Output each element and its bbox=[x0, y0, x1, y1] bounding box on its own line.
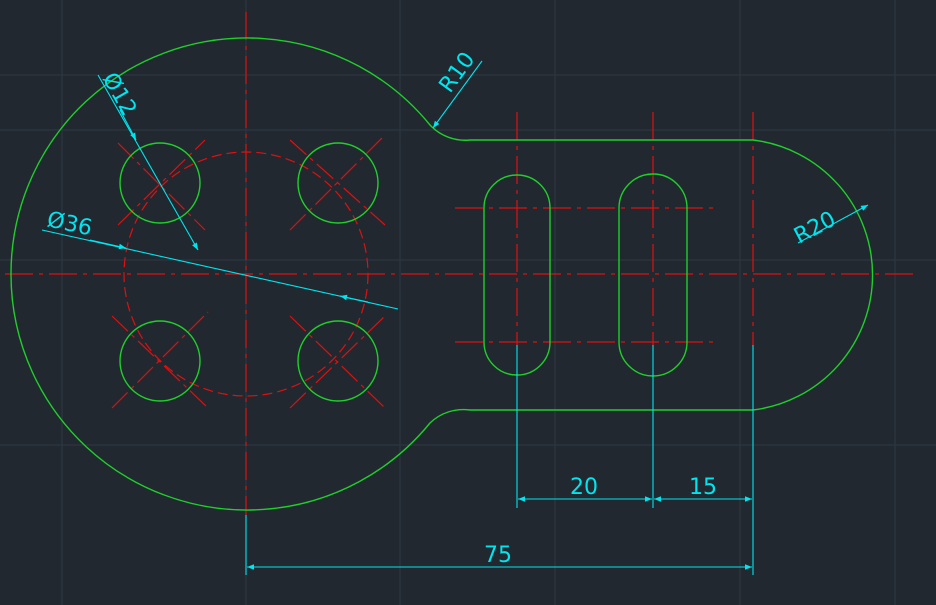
slot-left bbox=[483, 174, 551, 376]
dia12-arrow-start bbox=[119, 109, 137, 141]
dim-75-text: 75 bbox=[484, 543, 512, 568]
dia36-arrow-a bbox=[89, 239, 127, 250]
bolt-circle bbox=[123, 151, 369, 397]
dim-dia36-text: Ø36 bbox=[45, 207, 95, 241]
hole-crosshairs bbox=[111, 134, 386, 409]
hole-bottom-right bbox=[297, 320, 379, 402]
dim-20-text: 20 bbox=[570, 475, 598, 500]
dia12-leader bbox=[97, 74, 199, 251]
dia36-arrow-b bbox=[339, 294, 369, 303]
hole-top-right bbox=[297, 142, 379, 224]
slot-right bbox=[618, 173, 688, 377]
centerlines bbox=[5, 12, 918, 515]
dim-15-text: 15 bbox=[689, 475, 717, 500]
hole-top-left bbox=[119, 142, 201, 224]
hole-bottom-left bbox=[119, 320, 201, 402]
r20-leader bbox=[797, 204, 869, 244]
dim-r20-text: R20 bbox=[790, 207, 840, 249]
dia36-leader bbox=[41, 229, 399, 310]
r10-leader bbox=[432, 60, 483, 129]
dim-dia12-text: Ø12 bbox=[97, 69, 141, 121]
outer-contour bbox=[10, 37, 874, 511]
part-outline bbox=[10, 37, 874, 511]
dimensions bbox=[41, 60, 869, 575]
